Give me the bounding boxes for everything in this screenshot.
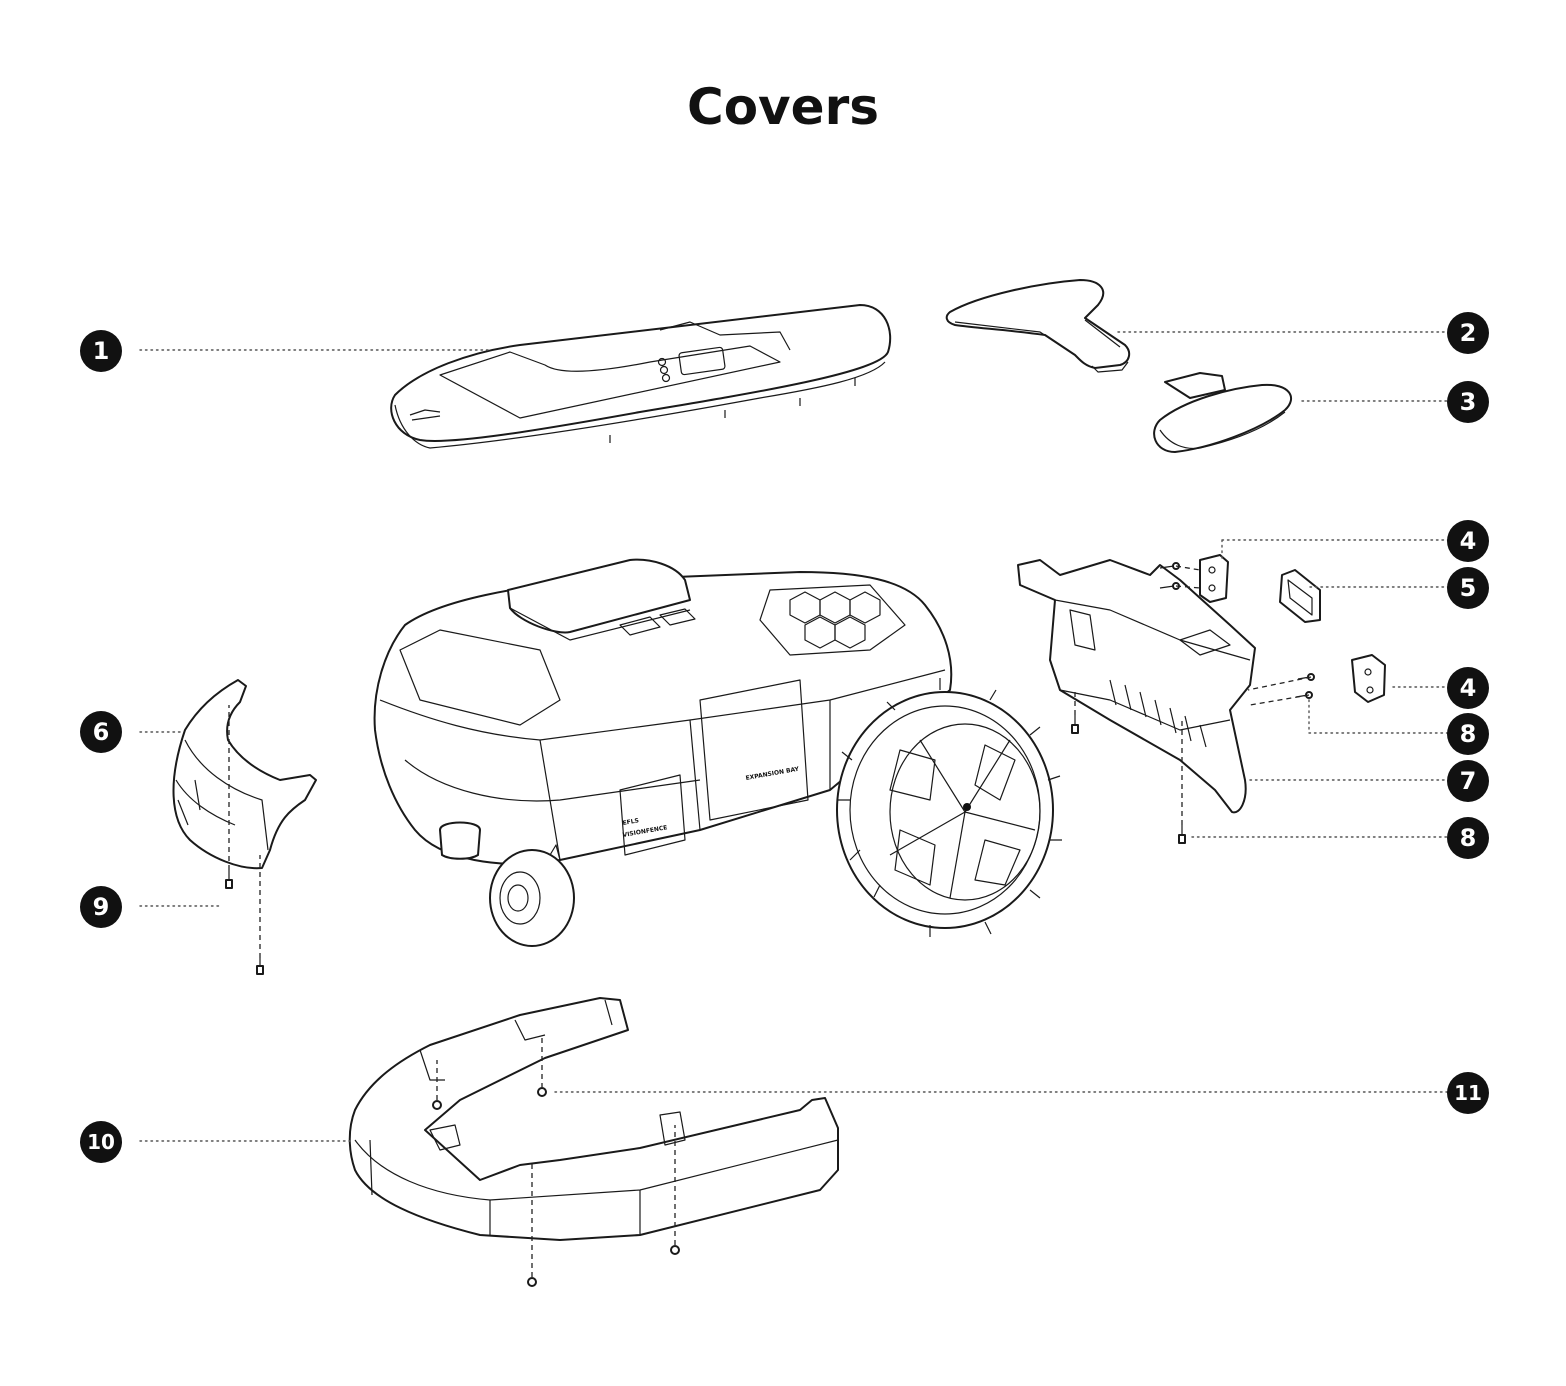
callout-badge-9: 9	[80, 886, 122, 928]
callout-badge-6: 6	[80, 711, 122, 753]
mower-chassis: EXPANSION BAY EFLS VISIONFENCE	[373, 558, 953, 947]
callout-label: 10	[87, 1130, 115, 1154]
callout-badge-4-lower: 4	[1447, 667, 1489, 709]
callout-label: 9	[93, 893, 110, 921]
clip-cover-lower-part	[1351, 654, 1386, 703]
callout-label: 11	[1454, 1081, 1482, 1105]
front-corner-cover-part	[172, 679, 317, 870]
leader-lines	[139, 331, 1449, 1142]
callout-badge-7: 7	[1447, 760, 1489, 802]
callout-label: 1	[93, 337, 110, 365]
screws	[225, 562, 1315, 1287]
callout-label: 8	[1460, 824, 1477, 852]
callout-label: 8	[1460, 720, 1477, 748]
cover-plate-part	[1279, 569, 1321, 623]
model-label: EFLS	[622, 817, 639, 827]
callout-badge-1: 1	[80, 330, 122, 372]
callout-label: 3	[1460, 388, 1477, 416]
callout-label: 4	[1460, 674, 1477, 702]
callout-badge-5: 5	[1447, 567, 1489, 609]
top-cover-part	[390, 304, 892, 449]
callout-badge-2: 2	[1447, 312, 1489, 354]
callout-badge-8-upper: 8	[1447, 713, 1489, 755]
callout-badge-11: 11	[1447, 1072, 1489, 1114]
rear-housing-part	[1017, 559, 1256, 814]
callout-badge-4-upper: 4	[1447, 520, 1489, 562]
callout-label: 2	[1460, 319, 1477, 347]
front-caster-wheel	[489, 844, 575, 947]
hex-vent-grille	[759, 584, 906, 656]
callout-label: 7	[1460, 767, 1477, 795]
callout-label: 5	[1460, 574, 1477, 602]
callout-badge-10: 10	[80, 1121, 122, 1163]
callout-badge-3: 3	[1447, 381, 1489, 423]
handle-cover-part	[945, 279, 1131, 373]
callout-badge-8-lower: 8	[1447, 817, 1489, 859]
assembly-dash-lines	[228, 565, 1312, 1277]
callout-label: 4	[1460, 527, 1477, 555]
page-title: Covers	[687, 78, 879, 136]
lower-skirt-part	[348, 997, 839, 1241]
clip-cover-upper-part	[1199, 554, 1229, 603]
handle-lid-part	[1153, 372, 1292, 453]
callout-label: 6	[93, 718, 110, 746]
rear-drive-wheel	[836, 678, 1062, 937]
